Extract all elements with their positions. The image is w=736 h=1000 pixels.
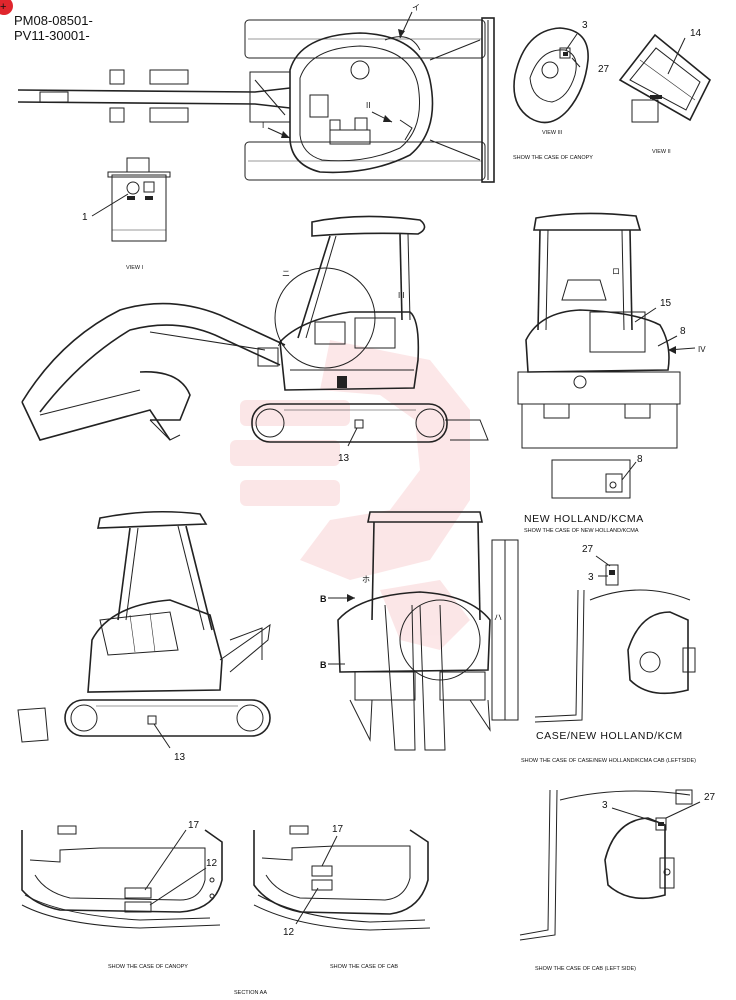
callout-8-new-holland: 8	[637, 454, 643, 465]
marker-view-ii: II	[366, 101, 370, 110]
callout-1: 1	[82, 212, 88, 223]
rear-view-excavator: 15 8 IV ロ	[517, 212, 706, 449]
caption-cab-bottom: SHOW THE CASE OF CAB	[330, 964, 398, 970]
callout-3-bottom: 3	[602, 800, 608, 811]
header: + PM08-08501- PV11-30001-	[0, 0, 93, 43]
caption-case-new-holland: CASE/NEW HOLLAND/KCM	[536, 730, 683, 742]
header-line-2: PV11-30001-	[14, 28, 90, 43]
badge-icon	[0, 0, 13, 15]
callout-12-canopy: 12	[206, 858, 218, 869]
callout-27-top: 27	[598, 64, 610, 75]
caption-section-aa: SECTION AA	[234, 990, 267, 996]
marker-b-lower: B	[320, 660, 327, 670]
top-plan-view: I II イ	[17, 3, 495, 183]
marker-ni: ニ	[282, 269, 290, 278]
badge-text: +	[0, 1, 6, 13]
view-i-detail: 1 VIEW I	[82, 157, 171, 271]
callout-8-rear: 8	[680, 326, 686, 337]
cab-left-side-bottom-detail: 3 27 SHOW THE CASE OF CAB (LEFT SIDE)	[519, 789, 716, 972]
caption-new-holland-small: SHOW THE CASE OF NEW HOLLAND/KCMA	[524, 528, 639, 534]
caption-case-new-holland-small: SHOW THE CASE OF CASE/NEW HOLLAND/KCMA C…	[521, 758, 696, 764]
section-cab-detail: 17 12 SHOW THE CASE OF CAB	[253, 824, 431, 970]
side-view-excavator: III ニ A 13	[21, 215, 489, 464]
marker-view-i: I	[262, 121, 264, 130]
callout-27-cab: 27	[582, 544, 594, 555]
callout-14: 14	[690, 28, 702, 39]
marker-ho: ホ	[362, 575, 370, 584]
callout-15: 15	[660, 298, 672, 309]
caption-view-iii: VIEW III	[542, 130, 563, 136]
side-view-left: 13	[17, 510, 271, 763]
view-iii-detail: 3 27 VIEW III SHOW THE CASE OF CANOPY	[513, 20, 610, 161]
callout-17-canopy: 17	[188, 820, 200, 831]
section-canopy-detail: 17 12 SHOW THE CASE OF CANOPY	[21, 820, 223, 970]
front-view-excavator: B B ホ ハ	[320, 511, 519, 751]
callout-27-bottom: 27	[704, 792, 716, 803]
marker-view-iv: IV	[698, 345, 706, 354]
callout-13-left: 13	[174, 752, 186, 763]
header-line-1: PM08-08501-	[14, 13, 93, 28]
caption-view-ii: VIEW II	[652, 149, 671, 155]
callout-17-cab: 17	[332, 824, 344, 835]
marker-view-iii: III	[398, 291, 405, 300]
caption-canopy-top: SHOW THE CASE OF CANOPY	[513, 155, 593, 161]
case-cab-left-detail: 27 3 CASE/NEW HOLLAND/KCM SHOW THE CASE …	[521, 544, 696, 764]
callout-12-cab: 12	[283, 927, 295, 938]
new-holland-label-detail: 8 NEW HOLLAND/KCMA SHOW THE CASE OF NEW …	[524, 454, 644, 534]
caption-new-holland: NEW HOLLAND/KCMA	[524, 513, 644, 525]
marker-ro: ロ	[612, 267, 620, 276]
watermark-logo	[230, 340, 470, 650]
marker-i-kana: イ	[412, 3, 420, 12]
callout-3-cab: 3	[588, 572, 594, 583]
view-ii-detail: 14 VIEW II	[618, 28, 712, 155]
marker-ha: ハ	[494, 613, 502, 622]
callout-3-top: 3	[582, 20, 588, 31]
marker-b-upper: B	[320, 594, 327, 604]
callout-13-side: 13	[338, 453, 350, 464]
caption-cab-left-bottom: SHOW THE CASE OF CAB (LEFT SIDE)	[535, 966, 636, 972]
caption-canopy-bottom: SHOW THE CASE OF CANOPY	[108, 964, 188, 970]
caption-view-i: VIEW I	[126, 265, 144, 271]
